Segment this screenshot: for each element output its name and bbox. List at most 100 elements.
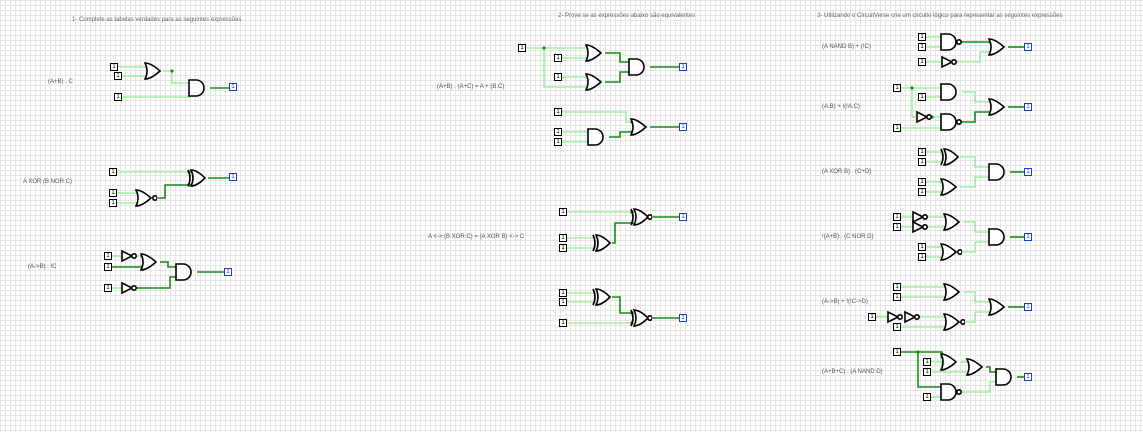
wire bbox=[957, 51, 990, 63]
input-pin[interactable]: 1 bbox=[918, 253, 926, 261]
output-pin: 1 bbox=[224, 268, 232, 276]
input-pin[interactable]: 1 bbox=[923, 358, 931, 366]
nor-gate[interactable] bbox=[940, 243, 962, 261]
xor-gate[interactable] bbox=[592, 288, 614, 306]
input-pin[interactable]: 1 bbox=[893, 293, 901, 301]
nand-gate[interactable] bbox=[940, 383, 962, 401]
input-pin[interactable]: 1 bbox=[923, 393, 931, 401]
wire bbox=[962, 241, 990, 253]
input-pin[interactable]: 1 bbox=[923, 368, 931, 376]
input-pin[interactable]: 1 bbox=[554, 108, 562, 116]
or-gate[interactable] bbox=[940, 353, 962, 371]
input-pin[interactable]: 1 bbox=[918, 148, 926, 156]
wire bbox=[961, 111, 990, 123]
nand-gate[interactable] bbox=[940, 33, 962, 51]
input-pin[interactable]: 1 bbox=[104, 263, 112, 271]
input-pin[interactable]: 1 bbox=[918, 158, 926, 166]
not-gate[interactable] bbox=[887, 310, 903, 324]
wire bbox=[605, 52, 630, 63]
input-pin[interactable]: 1 bbox=[893, 84, 901, 92]
wire bbox=[960, 176, 990, 188]
input-pin[interactable]: 1 bbox=[104, 252, 112, 260]
input-pin[interactable]: 1 bbox=[918, 188, 926, 196]
input-pin[interactable]: 1 bbox=[559, 289, 567, 297]
input-pin[interactable]: 1 bbox=[918, 93, 926, 101]
output-pin: 1 bbox=[1024, 168, 1032, 176]
wire bbox=[917, 352, 942, 388]
not-gate[interactable] bbox=[912, 210, 928, 224]
and-gate[interactable] bbox=[188, 79, 210, 97]
nand-gate[interactable] bbox=[940, 113, 962, 131]
or-gate[interactable] bbox=[630, 118, 652, 136]
not-gate[interactable] bbox=[121, 249, 137, 263]
input-pin[interactable]: 1 bbox=[109, 199, 117, 207]
and-gate[interactable] bbox=[175, 263, 197, 281]
wire bbox=[963, 221, 990, 233]
input-pin[interactable]: 1 bbox=[893, 283, 901, 291]
input-pin[interactable]: 1 bbox=[559, 234, 567, 242]
input-pin[interactable]: 1 bbox=[109, 168, 117, 176]
and-gate[interactable] bbox=[988, 163, 1010, 181]
or-gate[interactable] bbox=[140, 253, 162, 271]
xor-gate[interactable] bbox=[940, 148, 962, 166]
input-pin[interactable]: 1 bbox=[918, 43, 926, 51]
input-pin[interactable]: 1 bbox=[918, 33, 926, 41]
and-gate[interactable] bbox=[988, 228, 1010, 246]
not-gate[interactable] bbox=[912, 220, 928, 234]
input-pin[interactable]: 1 bbox=[554, 138, 562, 146]
or-gate[interactable] bbox=[585, 73, 607, 91]
or-gate[interactable] bbox=[988, 98, 1010, 116]
output-pin: 1 bbox=[1024, 373, 1032, 381]
and-gate[interactable] bbox=[587, 128, 609, 146]
input-pin[interactable]: 1 bbox=[104, 284, 112, 292]
or-gate[interactable] bbox=[943, 283, 965, 301]
xor-gate[interactable] bbox=[592, 234, 614, 252]
and-gate[interactable] bbox=[628, 58, 650, 76]
output-pin: 1 bbox=[679, 63, 687, 71]
input-pin[interactable]: 1 bbox=[559, 298, 567, 306]
xnor-gate[interactable] bbox=[630, 309, 652, 327]
input-pin[interactable]: 1 bbox=[918, 58, 926, 66]
nor-gate[interactable] bbox=[943, 313, 965, 331]
s3-expression-1: (A NAND B) + (!C) bbox=[822, 44, 871, 50]
not-gate[interactable] bbox=[941, 55, 957, 69]
input-pin[interactable]: 1 bbox=[554, 73, 562, 81]
or-gate[interactable] bbox=[940, 178, 962, 196]
input-pin[interactable]: 1 bbox=[868, 313, 876, 321]
input-pin[interactable]: 1 bbox=[109, 189, 117, 197]
output-pin: 1 bbox=[229, 83, 237, 91]
xor-gate[interactable] bbox=[187, 169, 209, 187]
input-pin[interactable]: 1 bbox=[893, 223, 901, 231]
input-pin[interactable]: 1 bbox=[893, 348, 901, 356]
input-pin[interactable]: 1 bbox=[559, 208, 567, 216]
wire bbox=[543, 48, 587, 88]
output-pin: 1 bbox=[1024, 103, 1032, 111]
or-gate[interactable] bbox=[966, 358, 988, 376]
or-gate[interactable] bbox=[988, 38, 1010, 56]
and-gate[interactable] bbox=[940, 83, 962, 101]
not-gate[interactable] bbox=[121, 281, 137, 295]
or-gate[interactable] bbox=[943, 213, 965, 231]
or-gate[interactable] bbox=[988, 298, 1010, 316]
or-gate[interactable] bbox=[144, 62, 166, 80]
not-gate[interactable] bbox=[916, 110, 932, 124]
input-pin[interactable]: 1 bbox=[559, 319, 567, 327]
xnor-gate[interactable] bbox=[630, 208, 652, 226]
wire bbox=[562, 111, 632, 123]
input-pin[interactable]: 1 bbox=[114, 72, 122, 80]
input-pin[interactable]: 1 bbox=[893, 323, 901, 331]
and-gate[interactable] bbox=[995, 368, 1017, 386]
input-pin[interactable]: 1 bbox=[110, 63, 118, 71]
input-pin[interactable]: 1 bbox=[893, 213, 901, 221]
nor-gate[interactable] bbox=[135, 189, 157, 207]
input-pin[interactable]: 1 bbox=[918, 243, 926, 251]
input-pin[interactable]: 1 bbox=[114, 93, 122, 101]
input-pin[interactable]: 1 bbox=[918, 178, 926, 186]
or-gate[interactable] bbox=[585, 44, 607, 62]
not-gate[interactable] bbox=[904, 310, 920, 324]
input-pin[interactable]: 1 bbox=[893, 124, 901, 132]
input-pin[interactable]: 1 bbox=[554, 54, 562, 62]
input-pin[interactable]: 1 bbox=[554, 128, 562, 136]
input-pin[interactable]: 1 bbox=[518, 44, 526, 52]
input-pin[interactable]: 1 bbox=[559, 244, 567, 252]
